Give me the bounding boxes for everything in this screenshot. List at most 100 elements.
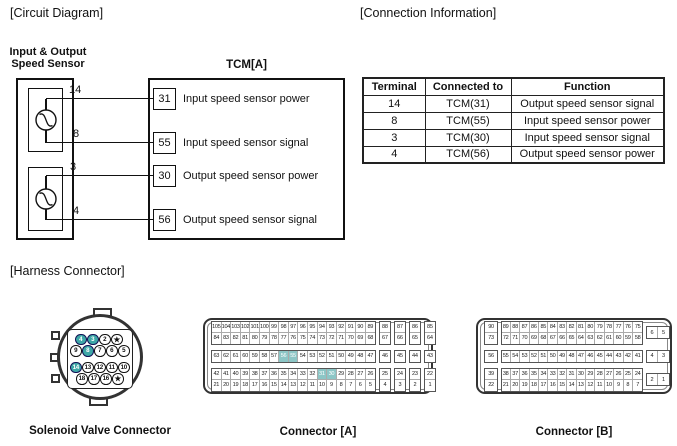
- pin-cell-48: 48: [355, 350, 366, 362]
- pin-cell-62: 62: [595, 332, 605, 344]
- col-header-terminal: Terminal: [362, 77, 426, 96]
- pin-cell-29: 29: [586, 368, 596, 380]
- pin-cell-4: 4: [646, 350, 658, 362]
- cell-function: Output speed sensor signal: [510, 94, 665, 113]
- pin-cell-61: 61: [604, 332, 615, 344]
- pin-cell-24: 24: [394, 368, 406, 380]
- table-row: 14 TCM(31) Output speed sensor signal: [362, 94, 665, 113]
- pin-cell-29: 29: [336, 368, 347, 380]
- pin-cell-42: 42: [623, 350, 633, 362]
- pin-cell-1: 1: [657, 374, 669, 385]
- pin-cell-18: 18: [529, 379, 540, 391]
- pin-cell-11: 11: [595, 379, 605, 391]
- pin-cell-74: 74: [307, 332, 318, 344]
- pin-cell-43: 43: [424, 350, 436, 362]
- pin-cell-38: 38: [250, 368, 260, 380]
- pin-cell-46: 46: [379, 350, 391, 362]
- tcm-label: TCM[A]: [226, 59, 267, 71]
- pin-cell-76: 76: [623, 321, 633, 333]
- pin-cell-65: 65: [409, 332, 421, 344]
- wire-stub: [45, 130, 47, 143]
- pin-cell-95: 95: [307, 321, 318, 333]
- pin-side-box: 45: [393, 349, 407, 363]
- pin-cell-34: 34: [288, 368, 299, 380]
- pin-cell-78: 78: [604, 321, 615, 333]
- pin-cell-59: 59: [250, 350, 260, 362]
- col-header-function: Function: [510, 77, 665, 96]
- solenoid-pin-10: 10: [118, 361, 130, 373]
- pin-cell-51: 51: [539, 350, 549, 362]
- pin-cell-76: 76: [288, 332, 299, 344]
- pin-cell-60: 60: [614, 332, 624, 344]
- pin-cell-39: 39: [485, 368, 497, 380]
- pin-cell-28: 28: [346, 368, 356, 380]
- pin-cell-79: 79: [595, 321, 605, 333]
- pin-cell-37: 37: [259, 368, 270, 380]
- pin-cell-69: 69: [529, 332, 540, 344]
- pin-cell-36: 36: [269, 368, 280, 380]
- pin-cell-73: 73: [317, 332, 328, 344]
- pin-cell-98: 98: [279, 321, 289, 333]
- pin-cell-44: 44: [409, 350, 421, 362]
- cell-connected-to: TCM(31): [424, 94, 512, 113]
- connector-key-tab: [51, 331, 60, 340]
- pin-cell-103: 103: [231, 321, 241, 333]
- pin-cell-72: 72: [501, 332, 511, 344]
- pin-cell-81: 81: [576, 321, 587, 333]
- terminal-number-label: 14: [69, 84, 82, 96]
- pin-cell-64: 64: [576, 332, 587, 344]
- pin-cell-87: 87: [394, 321, 406, 333]
- wire-stub: [45, 99, 47, 110]
- pin-cell-15: 15: [557, 379, 568, 391]
- harness-connector-title: [Harness Connector]: [10, 264, 125, 278]
- solenoid-pin-17: 17: [88, 373, 100, 385]
- pin-cell-38: 38: [501, 368, 511, 380]
- pin-cell-16: 16: [259, 379, 270, 391]
- pin-cell-62: 62: [221, 350, 232, 362]
- pin-cell-89: 89: [501, 321, 511, 333]
- pin-cell-13: 13: [288, 379, 299, 391]
- pin-cell-59: 59: [623, 332, 633, 344]
- table-header-row: Terminal Connected to Function: [362, 77, 665, 96]
- pin-cell-6: 6: [646, 327, 658, 338]
- pin-cell-50: 50: [548, 350, 558, 362]
- pin-cell-85: 85: [424, 321, 436, 333]
- pin-cell-49: 49: [557, 350, 568, 362]
- col-header-connected-to: Connected to: [424, 77, 512, 96]
- pin-cell-44: 44: [604, 350, 615, 362]
- pin-cell-75: 75: [298, 332, 308, 344]
- pin-side-box: 56: [484, 349, 498, 363]
- pin-cell-54: 54: [510, 350, 521, 362]
- pin-cell-25: 25: [623, 368, 633, 380]
- pin-cell-104: 104: [221, 321, 232, 333]
- pin-cell-46: 46: [586, 350, 596, 362]
- solenoid-key-star-icon: ★: [111, 333, 123, 345]
- pin-cell-45: 45: [595, 350, 605, 362]
- pin-cell-26: 26: [614, 368, 624, 380]
- pin-cell-3: 3: [394, 379, 406, 391]
- pin-cell-96: 96: [298, 321, 308, 333]
- pin-cell-35: 35: [279, 368, 289, 380]
- tcm-pin-56: 56: [153, 209, 176, 231]
- pin-cell-2: 2: [409, 379, 421, 391]
- cell-connected-to: TCM(56): [424, 145, 512, 164]
- wire-line-8: [46, 142, 153, 144]
- pin-cell-42: 42: [212, 368, 222, 380]
- pin-cell-63: 63: [586, 332, 596, 344]
- pin-cell-45: 45: [394, 350, 406, 362]
- pin-cell-90: 90: [355, 321, 366, 333]
- pin-cell-10: 10: [317, 379, 328, 391]
